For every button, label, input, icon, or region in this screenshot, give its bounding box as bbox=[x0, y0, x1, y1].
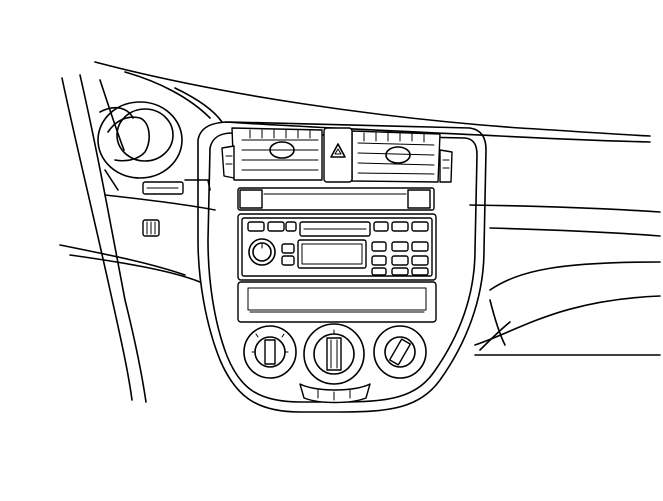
hazard-button bbox=[323, 127, 353, 183]
right-air-vent bbox=[351, 130, 453, 183]
cassette-slot bbox=[299, 221, 371, 237]
radio-display bbox=[297, 239, 367, 269]
recirculation-button bbox=[299, 383, 371, 404]
storage-bin bbox=[237, 281, 437, 323]
steering-wheel bbox=[61, 74, 147, 403]
air-distribution-knob bbox=[373, 325, 427, 379]
fan-speed-knob bbox=[243, 325, 297, 379]
radio-preset-buttons bbox=[247, 221, 429, 276]
temperature-knob bbox=[303, 323, 365, 385]
upper-storage-slot bbox=[237, 187, 435, 211]
dashboard-top-edge bbox=[94, 61, 651, 143]
center-bezel bbox=[197, 121, 487, 413]
glovebox-outline bbox=[474, 261, 661, 356]
column-switch bbox=[142, 179, 211, 195]
steering-column bbox=[97, 101, 183, 191]
left-air-vent bbox=[221, 127, 323, 181]
dimmer-knob bbox=[142, 219, 160, 237]
radio-volume-knob bbox=[248, 238, 276, 266]
dashboard-lower-edge bbox=[59, 194, 661, 283]
